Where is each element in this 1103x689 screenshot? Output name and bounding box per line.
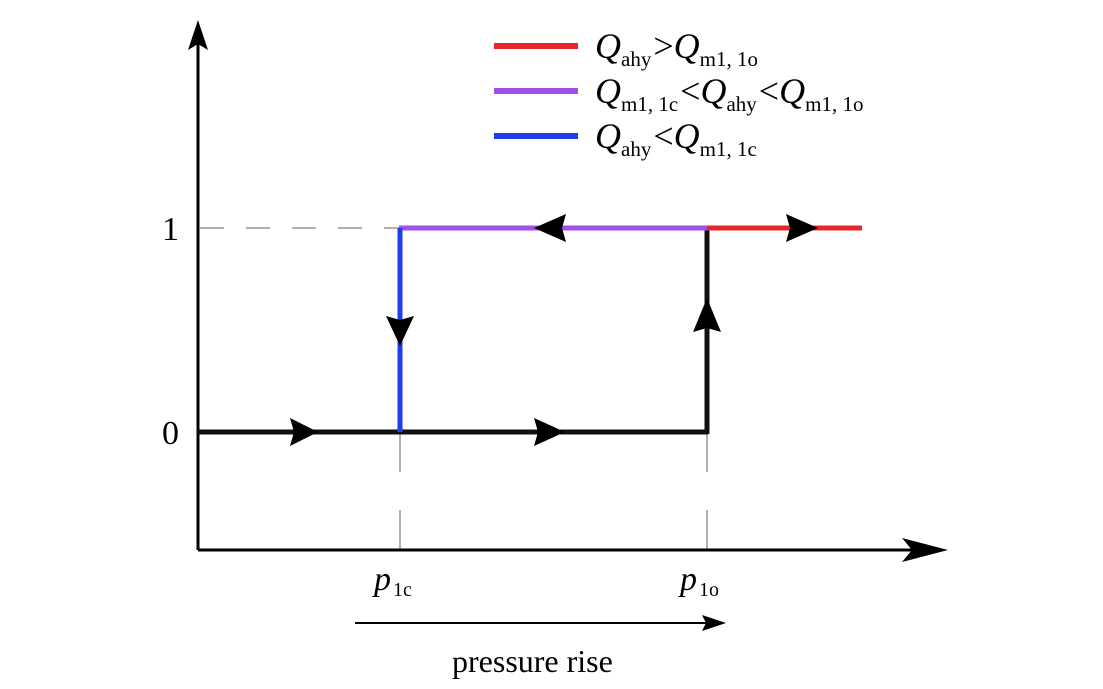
legend-text-part: < xyxy=(759,71,779,111)
legend-text-part: Q xyxy=(700,71,726,111)
legend-text-part: Q xyxy=(779,71,805,111)
arrow-right-low-1 xyxy=(290,418,318,446)
x-axis-arrowhead xyxy=(902,538,948,562)
legend-text-part: m1, 1o xyxy=(805,92,863,116)
axes xyxy=(188,20,948,562)
y-tick-label-0: 0 xyxy=(162,415,179,452)
direction-arrows xyxy=(290,214,818,446)
legend-text-part: > xyxy=(653,26,673,66)
legend-text-part: < xyxy=(680,71,700,111)
arrow-down-fall xyxy=(386,316,414,346)
legend-text-part: ahy xyxy=(621,47,652,71)
arrow-right-low-2 xyxy=(534,418,565,446)
y-axis-arrowhead xyxy=(188,20,208,50)
legend-text-part: ahy xyxy=(621,137,652,161)
legend-text-part: m1, 1c xyxy=(700,137,757,161)
legend-label-purple: Qm1, 1c<Qahy<Qm1, 1o xyxy=(595,71,863,116)
pressure-rise-caption: pressure rise xyxy=(452,643,613,679)
guide-lines xyxy=(200,227,708,550)
legend-text-part: m1, 1c xyxy=(621,92,678,116)
legend-text-part: Q xyxy=(595,116,621,156)
legend-text-part: Q xyxy=(595,26,621,66)
arrow-right-high xyxy=(786,214,818,242)
legend-text-part: ahy xyxy=(726,92,757,116)
pressure-rise-arrowhead xyxy=(702,615,726,631)
legend-label-blue: Qahy<Qm1, 1c xyxy=(595,116,757,161)
legend: Qahy>Qm1, 1o Qm1, 1c<Qahy<Qm1, 1o Qahy<Q… xyxy=(494,26,863,161)
legend-text-part: Q xyxy=(674,26,700,66)
legend-text-part: Q xyxy=(595,71,621,111)
y-tick-label-1: 1 xyxy=(162,211,179,248)
legend-text-part: Q xyxy=(674,116,700,156)
pressure-rise-indicator: pressure rise xyxy=(355,615,726,679)
hysteresis-path xyxy=(198,225,862,435)
arrow-up-rise xyxy=(693,298,721,332)
legend-label-red: Qahy>Qm1, 1o xyxy=(595,26,758,71)
arrow-left-high xyxy=(534,214,566,242)
legend-text-part: m1, 1o xyxy=(700,47,758,71)
legend-text-part: < xyxy=(653,116,673,156)
